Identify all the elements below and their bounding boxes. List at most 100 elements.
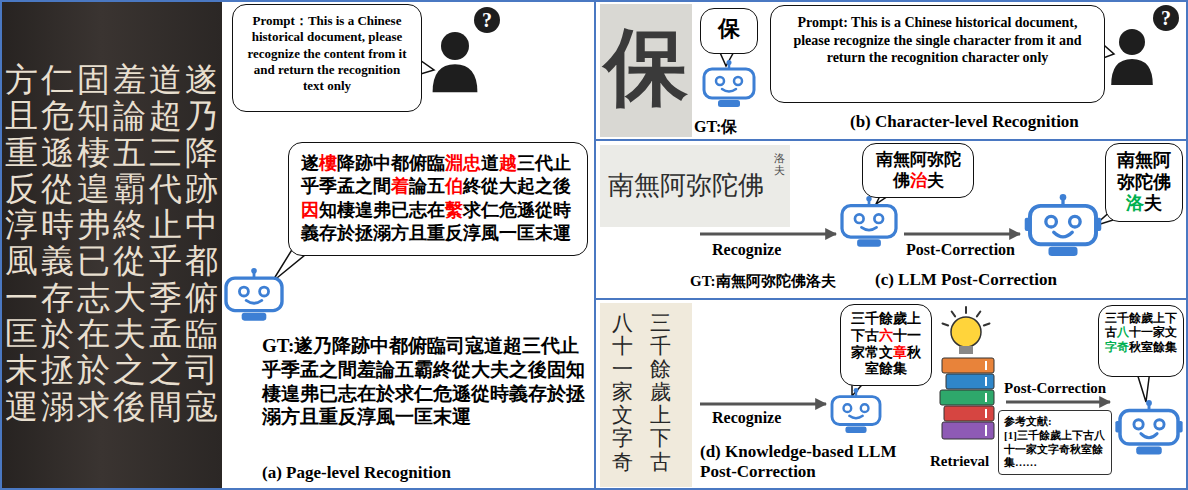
calligraphy-image: 南無阿弥陀佛洛夫 xyxy=(600,145,790,227)
glyph: 運 xyxy=(553,223,571,243)
glyph: 溺 xyxy=(373,223,391,243)
recognition-text: 遂樓降跡中都俯臨淵忠道越三代止乎季孟之間着論五伯終從大起之後因知棲遑弗已志在繫求… xyxy=(301,152,575,246)
light-bulb xyxy=(951,317,981,347)
robot-mouth xyxy=(861,227,876,230)
ground-truth-text: GT:保 xyxy=(694,117,737,136)
robot-body xyxy=(1048,247,1077,256)
inscription-column: 羞論五霸終從大夫之後 xyxy=(113,62,146,425)
glyph: 着 xyxy=(391,176,409,196)
glyph: 八 xyxy=(1117,325,1129,339)
question-badge xyxy=(1153,5,1179,31)
calligraphy-character: 保 xyxy=(600,18,692,119)
inscription-column: 道超三代止乎季孟之間 xyxy=(149,62,182,425)
bulb-base xyxy=(959,346,973,354)
glyph: 上 xyxy=(907,311,921,326)
glyph: 論 xyxy=(409,176,427,196)
glyph: 三 xyxy=(1105,311,1117,325)
panel-caption: (b) Character-level Recognition xyxy=(850,112,1180,132)
glyph: 風 xyxy=(481,223,499,243)
glyph: 降 xyxy=(337,153,355,173)
glyph: 臨 xyxy=(427,153,445,173)
output-bubble: 三千餘歲上下古六十一家常文章秋室餘集 xyxy=(840,304,932,386)
glyph: 集 xyxy=(893,361,907,376)
glyph: 之 xyxy=(535,176,553,196)
glyph: 無 xyxy=(1135,150,1153,170)
prompt-text: Prompt: This is a Chinese historical doc… xyxy=(783,14,1092,67)
icon-label: Retrieval xyxy=(930,452,989,470)
glyph: 弥 xyxy=(1117,172,1135,192)
reference-text: 参考文献: xyxy=(1004,415,1106,429)
glyph: 歲 xyxy=(893,311,907,326)
glyph: 在 xyxy=(427,200,445,220)
glyph: 治 xyxy=(910,171,927,190)
glyph: 求 xyxy=(463,200,481,220)
robot-antenna-tip xyxy=(727,60,732,65)
glyph: 千 xyxy=(1117,311,1129,325)
arrow-label: Post-Correction xyxy=(1004,379,1106,397)
glyph: 室 xyxy=(1141,340,1153,354)
reference-text-entry: [1]三千餘歲上下古八十一家文字奇秋室餘集…… xyxy=(1004,429,1106,470)
glyph: 代 xyxy=(535,153,553,173)
robot-eye xyxy=(844,404,852,412)
glyph: 章 xyxy=(893,345,907,360)
inscription-column: 固知棲遑弗已志在於求 xyxy=(77,62,110,425)
glyph: 都 xyxy=(391,153,409,173)
flow-arrow xyxy=(904,233,1020,236)
glyph: 佛 xyxy=(893,171,910,190)
bulb-ray xyxy=(977,312,980,317)
book xyxy=(946,374,994,389)
glyph: 五 xyxy=(427,176,445,196)
glyph: 弗 xyxy=(373,200,391,220)
robot-icon xyxy=(226,268,282,321)
output-bubble: 遂樓降跡中都俯臨淵忠道越三代止乎季孟之間着論五伯終從大起之後因知棲遑弗已志在繫求… xyxy=(288,142,588,256)
glyph: 義 xyxy=(301,223,319,243)
glyph: 末 xyxy=(535,223,553,243)
robot-head xyxy=(1120,410,1178,444)
book-pages xyxy=(985,393,987,402)
glyph: 止 xyxy=(553,153,571,173)
corrector-robot-icon xyxy=(1115,400,1182,455)
bulb-ray xyxy=(965,307,967,313)
glyph: 因 xyxy=(301,200,319,220)
glyph: 間 xyxy=(373,176,391,196)
user-body xyxy=(1111,59,1153,85)
prompt-bubble: Prompt: This is a Chinese historical doc… xyxy=(770,5,1105,103)
glyph: 夫 xyxy=(927,171,944,190)
calligraphy-column: 三千餘歲上下古 xyxy=(650,312,671,474)
glyph: 洛 xyxy=(1126,193,1144,213)
robot-head xyxy=(1030,206,1096,244)
robot-mouth xyxy=(1054,232,1072,237)
glyph: 十 xyxy=(1129,325,1141,339)
glyph: 且 xyxy=(409,223,427,243)
robot-body xyxy=(845,426,866,433)
question-badge xyxy=(474,7,500,33)
inscription-column: 仁危遜從時義存於拯溺 xyxy=(41,62,74,425)
glyph: 終 xyxy=(463,176,481,196)
glyph: 歲 xyxy=(1141,311,1153,325)
book xyxy=(942,422,994,439)
glyph: 之 xyxy=(355,176,373,196)
robot-body xyxy=(718,100,740,107)
glyph: 餘 xyxy=(879,361,893,376)
user-body xyxy=(433,64,478,92)
ground-truth-text: GT:遂乃降跡中都俯臨司寇道超三代止乎季孟之間羞論五霸終從大夫之後固知棲遑弗已志… xyxy=(262,334,588,429)
ground-truth-text: GT:南無阿弥陀佛洛夫 xyxy=(690,272,836,290)
flow-arrows xyxy=(700,234,1110,404)
glyph: 從 xyxy=(535,200,553,220)
knowledge-base-icon xyxy=(940,307,994,439)
glyph: 重 xyxy=(427,223,445,243)
user-head xyxy=(1119,29,1145,55)
glyph: 千 xyxy=(865,311,879,326)
glyph: 危 xyxy=(499,200,517,220)
glyph: 文 xyxy=(879,345,893,360)
corrected-bubble: 南無阿弥陀佛洛夫 xyxy=(1105,143,1183,222)
glyph: 仁 xyxy=(481,200,499,220)
glyph: 存 xyxy=(319,223,337,243)
glyph: 遂 xyxy=(301,153,319,173)
output-bubble: 保 xyxy=(700,8,758,54)
robot-eye xyxy=(1155,420,1164,429)
glyph: 季 xyxy=(319,176,337,196)
glyph: 起 xyxy=(517,176,535,196)
signature-text: 洛夫 xyxy=(774,152,785,176)
